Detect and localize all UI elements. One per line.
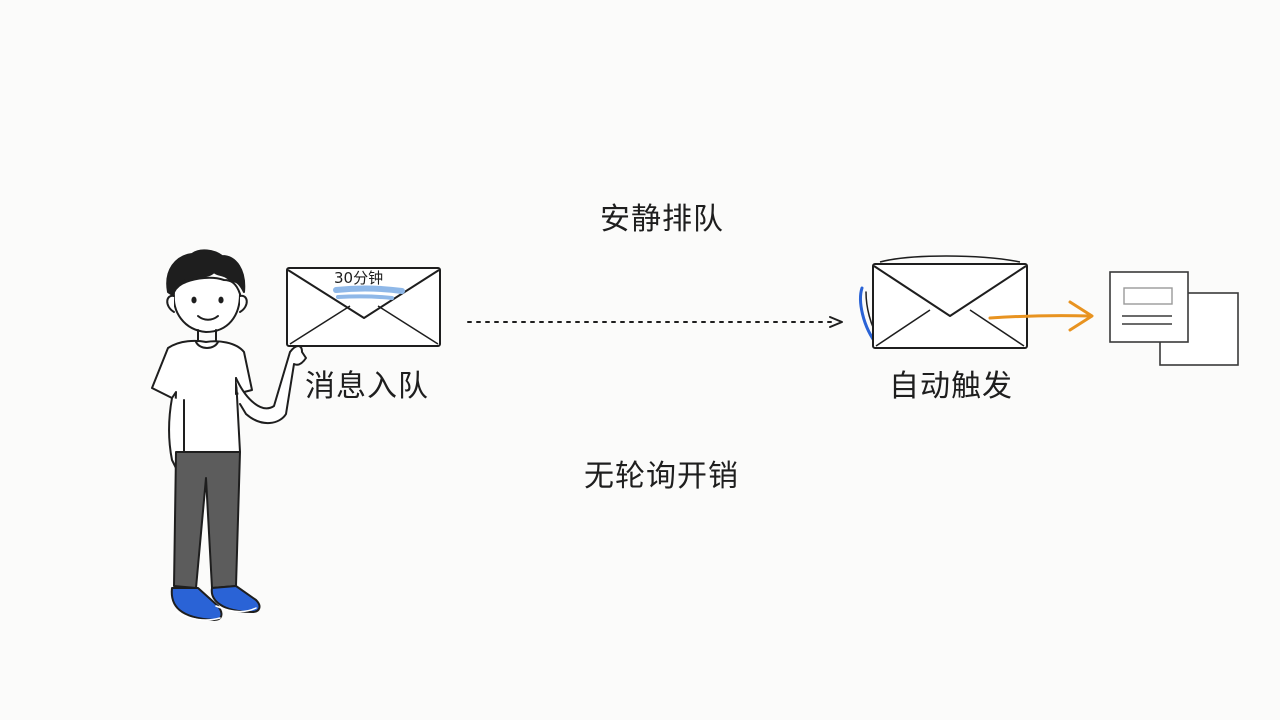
envelope-icon: 30分钟	[286, 267, 441, 347]
queue-dotted-arrow	[467, 316, 843, 328]
delay-tag-label: 30分钟	[334, 269, 383, 287]
quiet-queue-label: 安静排队	[600, 202, 724, 237]
document-stack-icon	[1109, 271, 1239, 366]
auto-trigger-label: 自动触发	[889, 369, 1013, 404]
open-envelope-icon	[859, 255, 1028, 349]
person-figure-icon	[151, 249, 307, 621]
enqueue-label: 消息入队	[305, 369, 429, 404]
delivery-arrow	[988, 300, 1094, 332]
no-polling-label: 无轮询开销	[584, 459, 739, 494]
